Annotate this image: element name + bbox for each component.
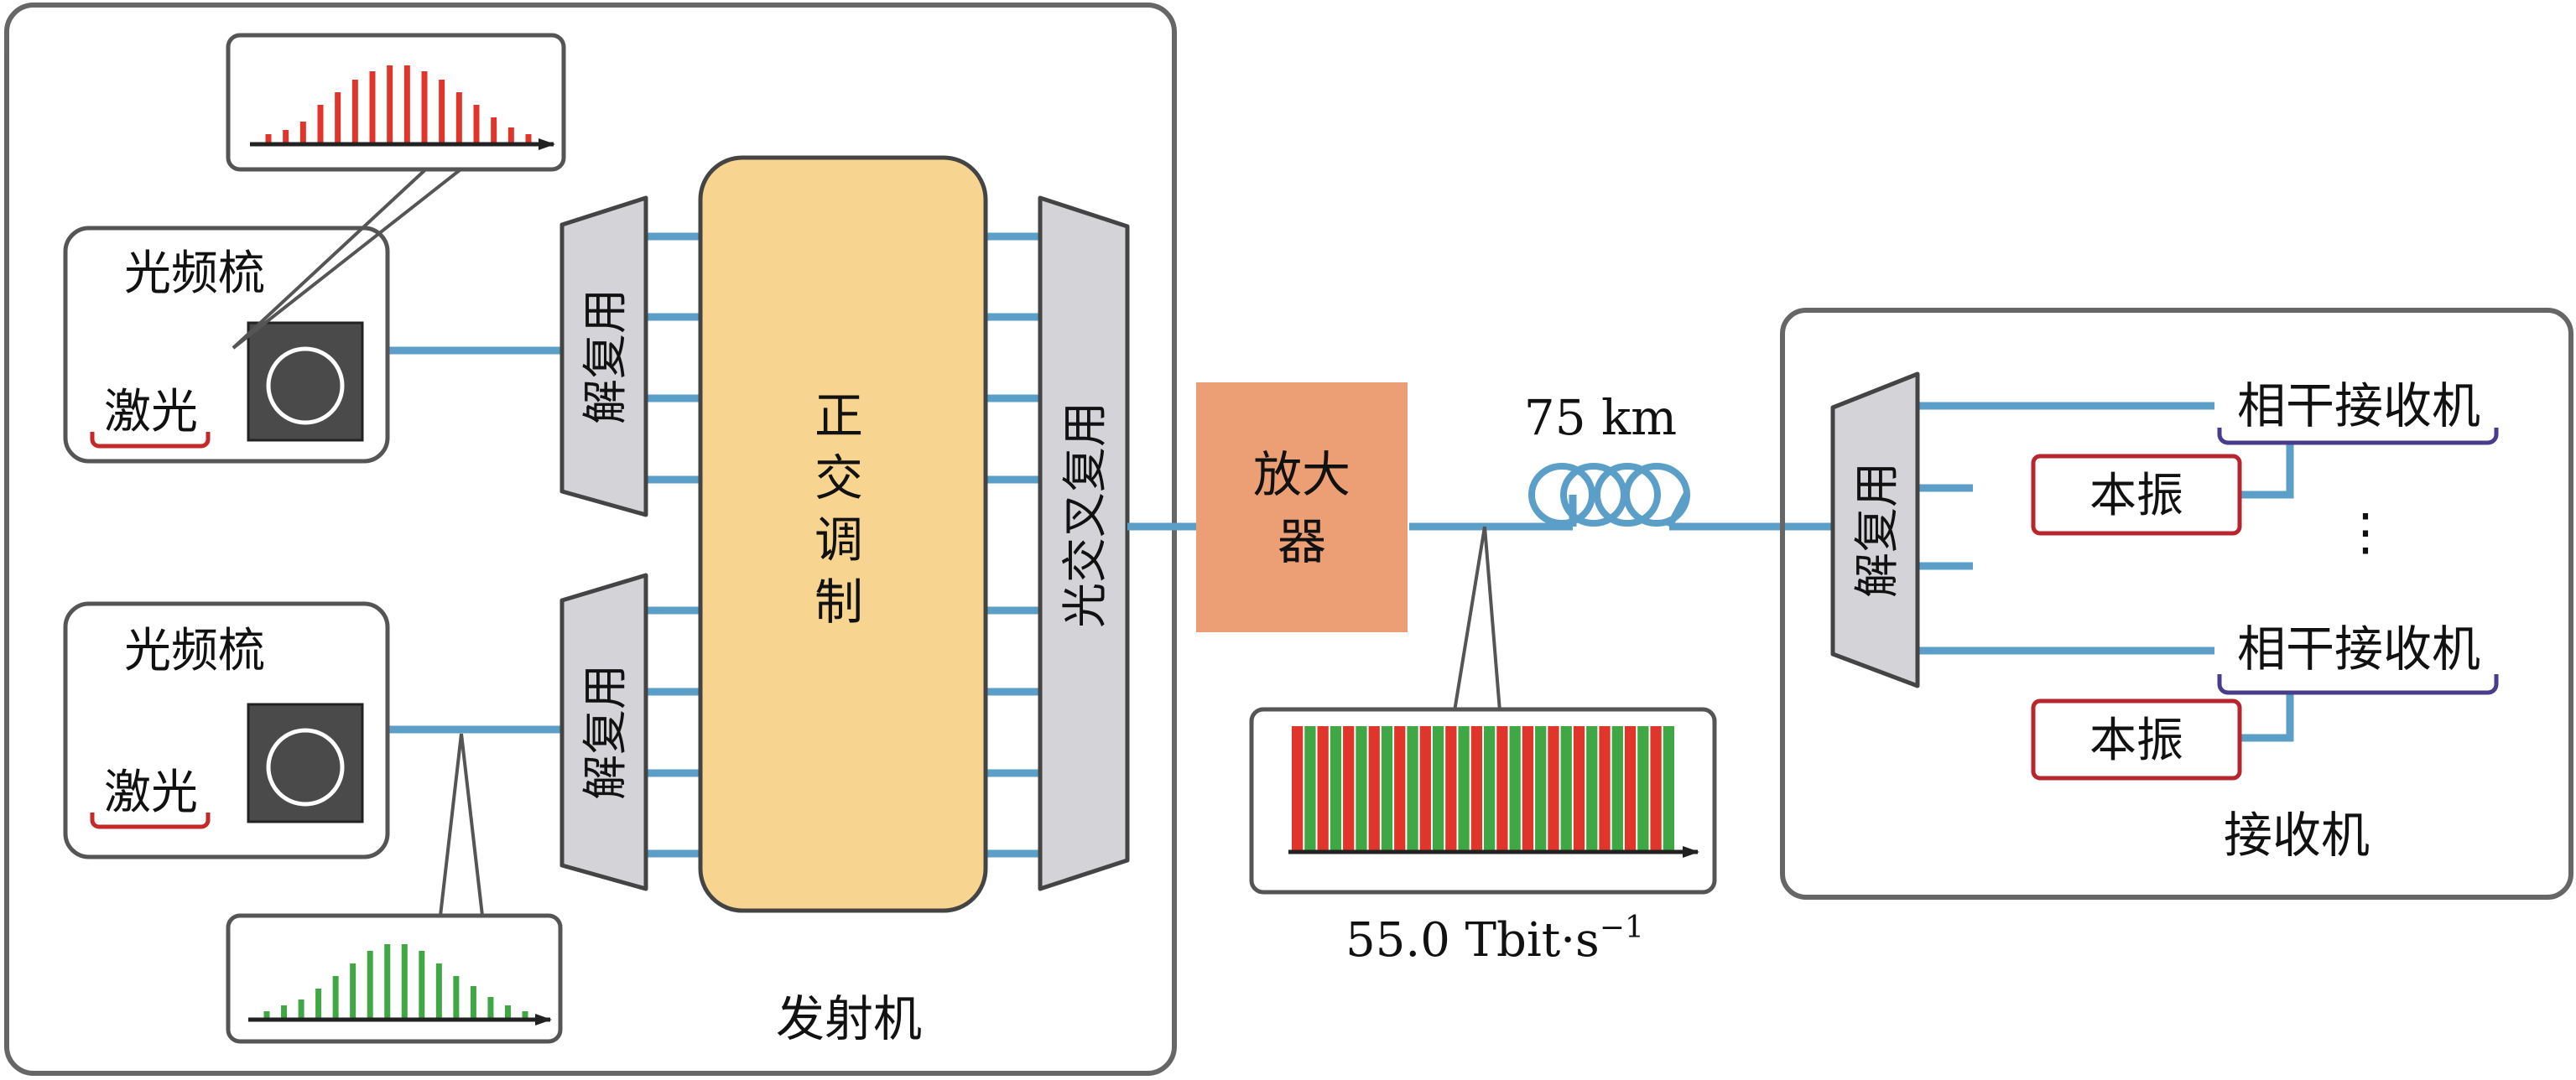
modulator-char-1: 正 [814, 387, 863, 444]
amplifier-line-1: 放大 [1253, 446, 1350, 503]
output-channel-bar [1535, 726, 1547, 850]
output-spectrum-callout [1249, 526, 1717, 895]
output-channel-bar [1548, 726, 1559, 850]
rx-demux: 解复用 [1830, 371, 1920, 688]
coherent-rx-top-label: 相干接收机 [2237, 377, 2480, 434]
output-channel-bar [1381, 726, 1393, 850]
coherent-receiver-bottom: 相干接收机 [2214, 599, 2501, 695]
output-channel-bar [1445, 726, 1457, 850]
laser-top-label: 激光 [104, 385, 198, 439]
output-channel-bar [1458, 726, 1470, 850]
output-channel-bar [1496, 726, 1508, 850]
comb-block-top: 光频梳 激光 [63, 226, 390, 464]
output-channel-bar [1317, 726, 1329, 850]
output-channel-bar [1484, 726, 1496, 850]
receiver-ellipsis: ⋮ [2340, 503, 2391, 562]
output-channel-bar [1343, 726, 1355, 850]
ring-resonator-top-icon [266, 346, 345, 425]
coherent-rx-bottom-label: 相干接收机 [2237, 620, 2480, 678]
output-channel-bar [1663, 726, 1674, 850]
capacity-label: 55.0 Tbit·s−1 [1345, 911, 1644, 968]
local-oscillator-bottom: 本振 [2031, 698, 2242, 781]
laser-bottom-label: 激光 [104, 766, 198, 820]
output-channel-bar [1432, 726, 1444, 850]
output-channel-bar [1586, 726, 1598, 850]
ring-resonator-bottom-icon [266, 728, 345, 807]
modulator-char-2: 交 [814, 449, 863, 506]
transmitter-frame [4, 3, 1177, 1076]
red-comb-callout [226, 33, 566, 350]
coherent-receiver-top: 相干接收机 [2214, 356, 2501, 445]
output-channel-bar [1560, 726, 1572, 850]
rx-fibers [1918, 402, 2294, 742]
output-channel-bar [1304, 726, 1316, 850]
output-channel-bar [1573, 726, 1585, 850]
output-channel-bar [1599, 726, 1611, 850]
mux-label: 光交叉复用 [1059, 402, 1111, 628]
lo-bottom-label: 本振 [2089, 714, 2183, 768]
demux-bottom: 解复用 [559, 573, 648, 891]
output-channel-bar [1611, 726, 1623, 850]
output-channel-bar [1330, 726, 1342, 850]
demux-bottom-label: 解复用 [579, 664, 632, 800]
green-comb-callout [226, 733, 563, 1044]
optical-mux: 光交叉复用 [1038, 195, 1130, 891]
output-channel-bar [1624, 726, 1637, 850]
output-channel-bar [1394, 726, 1406, 850]
demux-top-label: 解复用 [579, 288, 632, 424]
output-channel-bar [1292, 726, 1304, 850]
output-channel-bar [1470, 726, 1482, 850]
fiber-spool-icon [1528, 463, 1690, 528]
transmitter-label: 发射机 [776, 990, 922, 1047]
modulator-char-4: 制 [814, 574, 863, 631]
output-spectrum [1292, 726, 1674, 850]
output-channel-bar [1368, 726, 1380, 850]
demux-top: 解复用 [559, 195, 648, 517]
fiber-length-label: 75 km [1524, 389, 1677, 446]
local-oscillator-top: 本振 [2031, 454, 2242, 536]
lo-top-label: 本振 [2089, 469, 2183, 523]
output-channel-bar [1356, 726, 1367, 850]
capacity-exponent: −1 [1600, 911, 1644, 945]
rx-demux-label: 解复用 [1850, 462, 1903, 598]
comb-top-title: 光频梳 [124, 247, 265, 301]
output-channel-bar [1407, 726, 1418, 850]
quadrature-modulator: 正 交 调 制 [698, 155, 988, 913]
output-channel-bar [1522, 726, 1534, 850]
amplifier-block: 放大 器 [1196, 382, 1408, 632]
output-channel-bar [1509, 726, 1521, 850]
output-channel-bar [1419, 726, 1431, 850]
modulator-char-3: 调 [814, 511, 863, 569]
output-channel-bar [1637, 726, 1649, 850]
comb-bottom-title: 光频梳 [124, 624, 265, 678]
receiver-frame [1780, 308, 2573, 900]
red-comb-spectrum [265, 65, 532, 143]
green-comb-spectrum [263, 944, 528, 1018]
amplifier-line-2: 器 [1278, 513, 1326, 570]
receiver-label: 接收机 [2224, 807, 2370, 864]
capacity-value: 55.0 Tbit·s [1345, 913, 1600, 968]
comb-block-bottom: 光频梳 激光 [63, 601, 390, 859]
output-channel-bar [1650, 726, 1662, 850]
